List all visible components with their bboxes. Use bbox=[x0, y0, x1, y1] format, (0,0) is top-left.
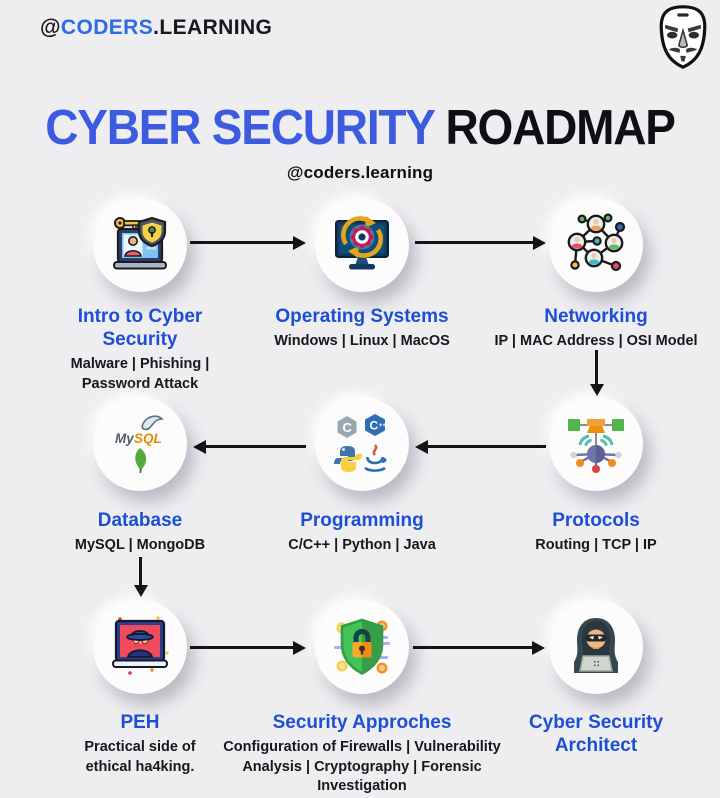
node-intro-to-cyber-security: Intro to Cyber Security Malware | Phishi… bbox=[25, 198, 255, 394]
brand-name: CODERS bbox=[60, 16, 154, 39]
c-cpp-python-java-icon: C C ++ bbox=[334, 414, 387, 472]
spy-laptop-icon bbox=[112, 616, 169, 675]
arrow-protocols-to-programming bbox=[415, 439, 546, 454]
node-subtitle: Routing | TCP | IP bbox=[535, 537, 657, 553]
node-circle bbox=[93, 198, 187, 292]
node-subtitle: C/C++ | Python | Java bbox=[288, 537, 436, 553]
node-networking: Networking IP | MAC Address | OSI Model bbox=[481, 198, 711, 352]
arrow-intro-to-os bbox=[190, 235, 306, 250]
svg-text:My: My bbox=[115, 431, 135, 446]
arrow-programming-to-database bbox=[193, 439, 306, 454]
hooded-hacker-laptop-icon bbox=[574, 618, 618, 673]
node-title: Intro to Cyber Security bbox=[77, 306, 203, 350]
node-title: Programming bbox=[300, 510, 424, 531]
node-subtitle: Configuration of Firewalls | Vulnerabili… bbox=[223, 739, 501, 794]
guy-fawkes-mask-icon bbox=[659, 5, 707, 69]
node-security-approaches: Security Approches Configuration of Fire… bbox=[212, 600, 512, 797]
node-subtitle: Practical side of ethical ha4king. bbox=[84, 739, 196, 775]
node-title: Networking bbox=[544, 306, 648, 327]
node-title: PEH bbox=[120, 712, 160, 733]
mysql-mongodb-icon: My SQL bbox=[115, 415, 164, 474]
node-protocols: Protocols Routing | TCP | IP bbox=[481, 397, 711, 556]
node-circle: My SQL bbox=[93, 397, 187, 491]
arrow-security-to-architect bbox=[413, 640, 545, 655]
arrow-peh-to-security bbox=[190, 640, 306, 655]
page-title: CYBER SECURITY ROADMAP bbox=[0, 98, 720, 155]
node-cyber-security-architect: Cyber Security Architect bbox=[486, 600, 706, 757]
node-circle bbox=[549, 600, 643, 694]
shield-padlock-icon bbox=[334, 618, 390, 675]
svg-text:C: C bbox=[343, 420, 353, 435]
monitor-gear-sync-icon bbox=[335, 216, 389, 270]
node-circle bbox=[315, 198, 409, 292]
arrow-os-to-networking bbox=[415, 235, 546, 250]
brand-logo: @CODERS.LEARNING bbox=[40, 16, 272, 40]
node-circle bbox=[549, 198, 643, 292]
node-title: Protocols bbox=[552, 510, 640, 531]
node-peh: PEH Practical side of ethical ha4king. bbox=[25, 600, 255, 777]
node-circle bbox=[549, 397, 643, 491]
page-title-accent: CYBER SECURITY bbox=[45, 99, 435, 155]
brand-at: @ bbox=[40, 16, 61, 39]
svg-text:SQL: SQL bbox=[134, 431, 162, 446]
node-database: My SQL Database MySQL | MongoDB bbox=[25, 397, 255, 556]
node-subtitle: Malware | Phishing | Password Attack bbox=[70, 356, 210, 392]
node-subtitle: IP | MAC Address | OSI Model bbox=[494, 333, 698, 349]
svg-text:++: ++ bbox=[379, 422, 387, 429]
node-title: Database bbox=[97, 510, 183, 531]
node-subtitle: MySQL | MongoDB bbox=[74, 537, 206, 553]
node-circle: C C ++ bbox=[315, 397, 409, 491]
node-title: Security Approches bbox=[272, 712, 452, 733]
page-subtitle-handle: @coders.learning bbox=[286, 163, 434, 182]
page-title-rest: ROADMAP bbox=[433, 99, 676, 155]
arrow-networking-to-protocols bbox=[589, 350, 604, 396]
node-subtitle: Windows | Linux | MacOS bbox=[274, 333, 450, 349]
laptop-key-shield-icon bbox=[113, 216, 167, 270]
node-circle bbox=[315, 600, 409, 694]
brand-suffix: .LEARNING bbox=[153, 16, 273, 39]
arrow-database-to-peh bbox=[133, 557, 148, 597]
node-operating-systems: Operating Systems Windows | Linux | MacO… bbox=[247, 198, 477, 352]
network-hub-signal-icon bbox=[568, 419, 624, 473]
node-title: Operating Systems bbox=[275, 306, 449, 327]
node-circle bbox=[93, 600, 187, 694]
svg-text:C: C bbox=[370, 419, 379, 433]
node-title: Cyber Security Architect bbox=[528, 712, 664, 756]
node-programming: C C ++ Programming C/C++ | Python | Java bbox=[247, 397, 477, 556]
connected-people-network-icon bbox=[567, 213, 626, 272]
